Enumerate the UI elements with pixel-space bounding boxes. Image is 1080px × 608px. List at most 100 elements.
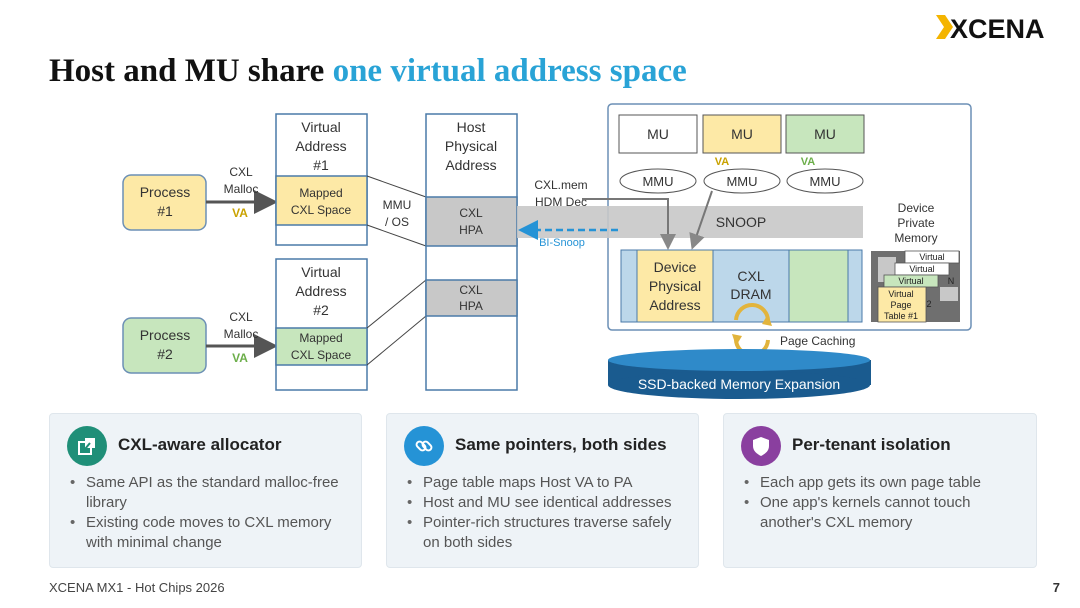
card-allocator: CXL-aware allocator Same API as the stan… [49,413,362,568]
svg-text:HDM Dec: HDM Dec [535,195,587,209]
svg-text:/ OS: / OS [385,215,409,229]
svg-text:CXL Space: CXL Space [291,348,352,362]
malloc-label-2: CXL [229,310,253,324]
bullet: Host and MU see identical addresses [407,493,684,513]
svg-text:Malloc: Malloc [224,182,259,196]
svg-text:MMU: MMU [642,174,673,189]
xcena-logo: XCENA [936,14,1045,42]
virtual-address-space-2: Virtual Address #2 Mapped CXL Space [275,258,368,391]
mapping-lines [366,175,427,366]
malloc-label-1: CXL [229,165,253,179]
svg-text:Page: Page [890,300,911,310]
mmu-ellipse-3 [786,168,864,194]
svg-text:Host: Host [457,119,486,135]
ssd-cylinder: SSD-backed Memory Expansion [608,349,871,399]
svg-text:SSD-backed Memory Expansion: SSD-backed Memory Expansion [638,376,840,392]
title-main: Host and MU share [49,53,333,89]
host-physical-address: Host Physical Address CXL HPA CXL HPA [425,113,518,391]
va-label-2: VA [232,351,248,365]
cxl-hpa-1: CXL [459,206,483,220]
svg-text:HPA: HPA [459,223,483,237]
allocator-icon [67,426,107,466]
mu-va-label-2: VA [801,156,816,168]
svg-text:Virtual: Virtual [888,289,913,299]
svg-text:#1: #1 [157,203,173,219]
svg-text:Virtual: Virtual [898,276,923,286]
cxl-hpa-2: CXL [459,283,483,297]
svg-text:Address: Address [295,283,346,299]
bullet: One app's kernels cannot touch another's… [744,493,1022,533]
mmu-os-label: MMU [383,198,412,212]
svg-text:#1: #1 [313,157,329,173]
svg-text:CXL Space: CXL Space [291,203,352,217]
svg-text:#2: #2 [157,346,173,362]
svg-text:Physical: Physical [649,278,701,294]
bullet: Same API as the standard malloc-free lib… [70,473,347,513]
svg-text:MU: MU [647,126,669,142]
svg-text:#2: #2 [313,302,329,318]
bullet-list: Same API as the standard malloc-free lib… [70,473,347,553]
card-title: CXL-aware allocator [118,435,282,454]
svg-text:Virtual: Virtual [919,252,944,262]
card-title: Same pointers, both sides [455,435,667,454]
bullet: Page table maps Host VA to PA [407,473,684,493]
va-label-1: VA [232,206,248,220]
bi-snoop-label: BI-Snoop [539,237,585,249]
architecture-diagram: Process #1 CXL Malloc VA Process #2 CXL … [122,103,972,399]
footer-text: XCENA MX1 - Hot Chips 2026 [49,580,225,595]
svg-text:Process: Process [140,184,191,200]
svg-text:Mapped: Mapped [299,186,342,200]
svg-text:Mapped: Mapped [299,331,342,345]
bullet-list: Each app gets its own page table One app… [744,473,1022,533]
mu-box-1 [618,114,698,154]
mu-box-2 [702,114,782,154]
private-memory-label: Device [898,201,935,215]
title-accent: one virtual address space [332,53,687,89]
svg-text:Private: Private [897,216,935,230]
page-number: 7 [1052,580,1060,595]
svg-text:Address: Address [649,297,700,313]
svg-text:MMU: MMU [809,174,840,189]
snoop-label: SNOOP [716,214,767,230]
shield-icon [741,426,781,466]
mu-va-label-1: VA [715,156,730,168]
svg-text:Physical: Physical [445,138,497,154]
svg-text:Device: Device [654,259,697,275]
svg-text:Memory: Memory [894,231,937,245]
card-isolation: Per-tenant isolation Each app gets its o… [723,413,1037,568]
svg-text:Address: Address [445,157,496,173]
link-icon [404,426,444,466]
svg-text:Address: Address [295,138,346,154]
svg-text:Table #1: Table #1 [884,311,918,321]
device-memory-block: Device Physical Address CXL DRAM [620,249,863,323]
svg-text:Virtual: Virtual [301,264,340,280]
bullet: Existing code moves to CXL memory with m… [70,513,347,553]
svg-text:Virtual: Virtual [301,119,340,135]
svg-text:Process: Process [140,327,191,343]
svg-text:Malloc: Malloc [224,327,259,341]
slide-title: Host and MU share one virtual address sp… [49,53,687,90]
svg-text:2: 2 [926,299,931,309]
svg-text:Virtual: Virtual [909,264,934,274]
process-2-box: Process #2 [122,317,207,374]
svg-text:MU: MU [814,126,836,142]
process-1-box: Process #1 [122,174,207,231]
bullet: Each app gets its own page table [744,473,1022,493]
bullet-list: Page table maps Host VA to PA Host and M… [407,473,684,553]
logo-text: XCENA [950,14,1045,42]
mmu-to-dpa-arrow [689,190,713,250]
svg-text:DRAM: DRAM [730,286,771,302]
card-same-pointers: Same pointers, both sides Page table map… [386,413,699,568]
svg-text:MMU: MMU [726,174,757,189]
page-table-stack: Virtual Virtual N Virtual Virtual Page T… [871,250,960,323]
cxl-mem-label: CXL.mem [534,178,587,192]
snoop-bar [517,206,863,238]
mu-box-3 [785,114,865,154]
svg-text:MU: MU [731,126,753,142]
hpa-to-dpa-arrow [582,198,676,250]
virtual-address-space-1: Virtual Address #1 Mapped CXL Space [275,113,368,246]
mmu-ellipse-2 [703,168,781,194]
mmu-ellipse-1 [619,168,697,194]
svg-text:CXL: CXL [737,268,764,284]
svg-text:HPA: HPA [459,299,483,313]
